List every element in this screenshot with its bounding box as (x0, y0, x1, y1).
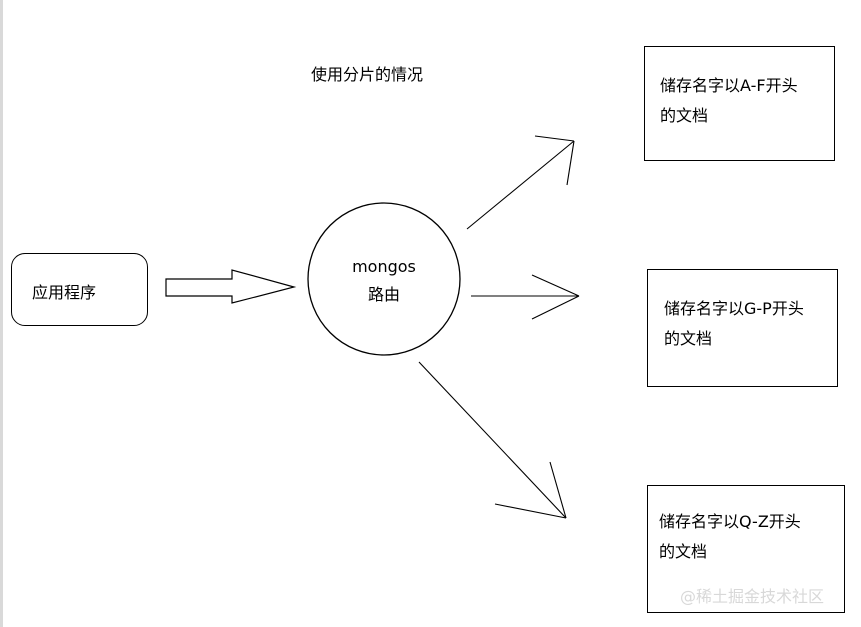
watermark: @稀土掘金技术社区 (680, 587, 825, 606)
router-label-line1: mongos (352, 257, 416, 276)
shard-2-label-line1: 储存名字以G-P开头 (664, 299, 804, 318)
shard-1-label: 储存名字以A-F开头 的文档 (660, 71, 798, 131)
shard-1-label-line2: 的文档 (660, 106, 709, 125)
shard-3-label-line1: 储存名字以Q-Z开头 (659, 512, 801, 531)
arrow-to-shard-3 (418, 361, 567, 519)
router-label-line2: 路由 (367, 285, 400, 304)
application-node (11, 253, 148, 326)
router-node (307, 202, 461, 356)
arrow-to-shard-1 (466, 135, 575, 230)
application-label: 应用程序 (32, 283, 97, 302)
shard-node-3: 储存名字以Q-Z开头 的文档 (647, 485, 845, 613)
shard-node-1: 储存名字以A-F开头 的文档 (644, 46, 835, 161)
shard-3-label-line2: 的文档 (659, 542, 708, 561)
router-label: mongos 路由 (307, 253, 461, 309)
shard-2-label: 储存名字以G-P开头 的文档 (664, 294, 804, 354)
shard-2-label-line2: 的文档 (664, 329, 713, 348)
shard-1-label-line1: 储存名字以A-F开头 (660, 76, 798, 95)
block-arrow-app-to-router (165, 269, 297, 304)
left-edge-border (0, 0, 3, 627)
diagram-title: 使用分片的情况 (311, 65, 424, 84)
shard-3-label: 储存名字以Q-Z开头 的文档 (659, 507, 801, 567)
shard-node-2: 储存名字以G-P开头 的文档 (647, 269, 838, 387)
arrow-to-shard-2 (471, 274, 580, 320)
